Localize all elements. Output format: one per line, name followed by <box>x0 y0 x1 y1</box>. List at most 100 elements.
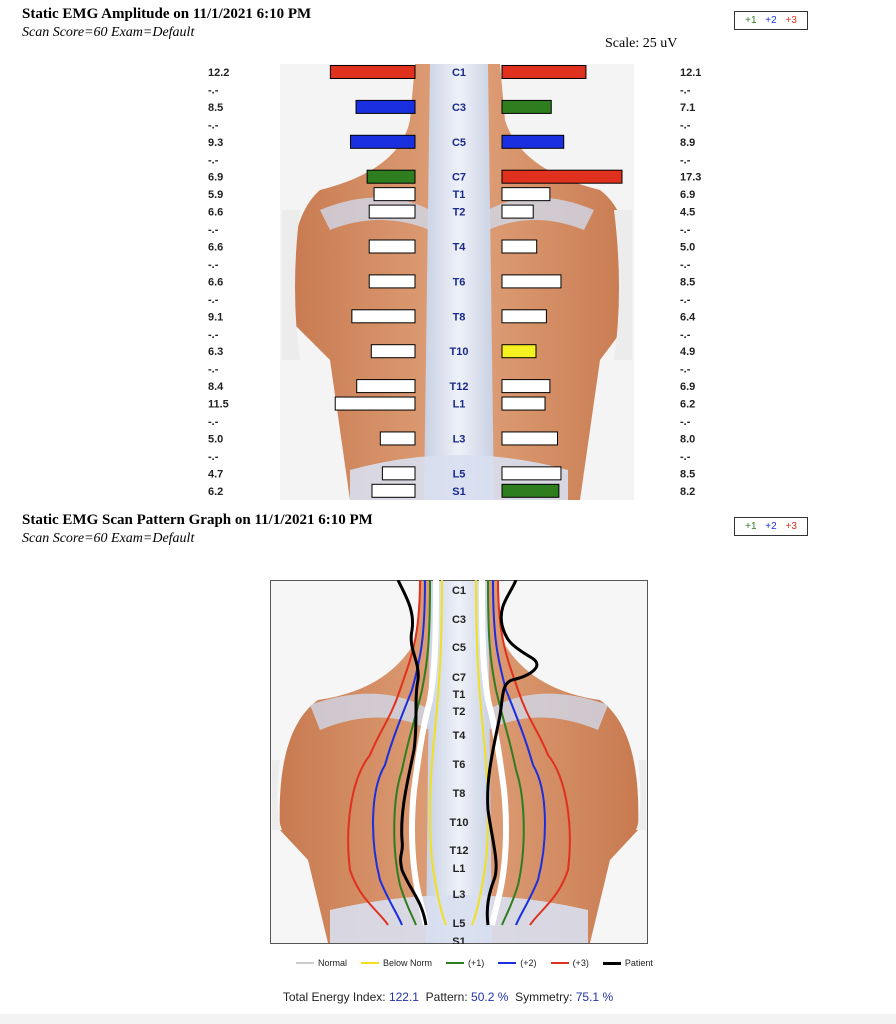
right-bar-L5 <box>501 466 562 481</box>
legend-below-norm: Below Norm <box>361 958 432 968</box>
pattern-level-S1: S1 <box>452 936 465 944</box>
pattern-level-L3: L3 <box>453 889 466 901</box>
right-bar-T12 <box>501 379 551 394</box>
left-value-T4: 6.6 <box>208 242 223 254</box>
right-value-C1: 12.1 <box>680 67 701 79</box>
right-bar-L1 <box>501 396 546 411</box>
left-value-C1: 12.2 <box>208 67 229 79</box>
pattern-back-illustration <box>270 580 648 944</box>
summary-footer: Total Energy Index: 122.1 Pattern: 50.2 … <box>0 990 896 1004</box>
pattern-legend-plus3: +3 <box>785 521 797 532</box>
left-value-T9: -.- <box>208 329 219 341</box>
left-value-T12: 8.4 <box>208 381 224 393</box>
left-bar-T4 <box>368 239 416 254</box>
left-bar-C3 <box>355 99 416 114</box>
right-value-C5: 8.9 <box>680 137 695 149</box>
level-label-T4: T4 <box>453 242 467 254</box>
pattern-level-T6: T6 <box>453 759 466 771</box>
left-value-T3: -.- <box>208 224 219 236</box>
legend-plus2: +2 <box>765 15 777 26</box>
pattern-legend-plus2: +2 <box>765 521 777 532</box>
right-value-L1: 6.2 <box>680 399 695 411</box>
legend-line-plus3: (+3) <box>550 958 589 968</box>
line-normal-right <box>479 580 509 926</box>
amplitude-title: Static EMG Amplitude on 11/1/2021 6:10 P… <box>22 6 312 22</box>
bottom-bar <box>0 1014 896 1024</box>
level-label-T8: T8 <box>453 311 466 323</box>
left-value-C7: 6.9 <box>208 172 223 184</box>
right-value-C4: -.- <box>680 119 691 131</box>
left-value-T7: -.- <box>208 294 219 306</box>
line-plus2-left <box>372 580 426 926</box>
pattern-level-T2: T2 <box>453 706 466 718</box>
right-bar-C7 <box>501 169 623 184</box>
right-value-T6: 8.5 <box>680 276 695 288</box>
tei-label: Total Energy Index: <box>282 990 386 1004</box>
level-label-L3: L3 <box>453 433 466 445</box>
right-value-L4: -.- <box>680 451 691 463</box>
left-value-L5: 4.7 <box>208 468 223 480</box>
left-value-C6: -.- <box>208 154 219 166</box>
left-value-T5: -.- <box>208 259 219 271</box>
pattern-level-L5: L5 <box>453 918 466 930</box>
pattern-line-legend: Normal Below Norm (+1) (+2) (+3) Patient <box>296 958 653 968</box>
amplitude-subtitle: Scan Score=60 Exam=Default <box>22 25 195 40</box>
line-plus3-right <box>497 580 571 926</box>
left-bar-C5 <box>349 134 416 149</box>
level-label-C5: C5 <box>452 137 466 149</box>
pattern-level-C1: C1 <box>452 585 466 597</box>
left-value-L1: 11.5 <box>208 399 229 411</box>
left-bar-L1 <box>334 396 416 411</box>
left-value-T11: -.- <box>208 364 219 376</box>
left-bar-C7 <box>366 169 416 184</box>
tei-value: 122.1 <box>388 990 419 1004</box>
legend-line-plus2: (+2) <box>498 958 537 968</box>
right-value-C6: -.- <box>680 154 691 166</box>
pattern-legend-plus1: +1 <box>745 521 757 532</box>
right-bar-T4 <box>501 239 538 254</box>
left-value-T2: 6.6 <box>208 207 223 219</box>
pattern-level-T1: T1 <box>453 689 466 701</box>
right-value-T1: 6.9 <box>680 189 695 201</box>
left-value-L3: 5.0 <box>208 433 223 445</box>
symmetry-label: Symmetry: <box>515 990 573 1004</box>
pattern-level-C3: C3 <box>452 614 466 626</box>
symmetry-value: 75.1 % <box>575 990 614 1004</box>
level-label-S1: S1 <box>452 486 465 498</box>
left-value-C3: 8.5 <box>208 102 223 114</box>
left-bar-T2 <box>368 204 416 219</box>
level-label-T1: T1 <box>453 189 466 201</box>
pattern-level-T12: T12 <box>450 845 469 857</box>
right-value-T12: 6.9 <box>680 381 695 393</box>
right-bar-T10 <box>501 344 537 359</box>
level-label-T6: T6 <box>453 276 466 288</box>
right-value-C3: 7.1 <box>680 102 695 114</box>
left-bar-T10 <box>370 344 416 359</box>
line-plus2-right <box>492 580 546 926</box>
pattern-legend-box: +1 +2 +3 <box>734 517 808 536</box>
line-below-right <box>471 580 490 926</box>
legend-normal: Normal <box>296 958 347 968</box>
pattern-value: 50.2 % <box>471 990 509 1004</box>
legend-plus3: +3 <box>785 15 797 26</box>
pattern-level-L1: L1 <box>453 863 466 875</box>
left-value-L2: -.- <box>208 416 219 428</box>
pattern-level-T10: T10 <box>450 817 469 829</box>
line-plus3-left <box>347 580 421 926</box>
level-label-L5: L5 <box>453 468 466 480</box>
line-patient-left <box>396 580 428 926</box>
left-value-T1: 5.9 <box>208 189 223 201</box>
right-value-T2: 4.5 <box>680 207 695 219</box>
line-patient-right <box>485 580 539 926</box>
right-value-C7: 17.3 <box>680 172 701 184</box>
right-value-T7: -.- <box>680 294 691 306</box>
right-value-T9: -.- <box>680 329 691 341</box>
right-value-T5: -.- <box>680 259 691 271</box>
right-value-T8: 6.4 <box>680 311 696 323</box>
right-value-L2: -.- <box>680 416 691 428</box>
level-label-C1: C1 <box>452 67 466 79</box>
scale-label: Scale: 25 uV <box>605 36 678 51</box>
level-label-T2: T2 <box>453 207 466 219</box>
pattern-level-C5: C5 <box>452 642 466 654</box>
